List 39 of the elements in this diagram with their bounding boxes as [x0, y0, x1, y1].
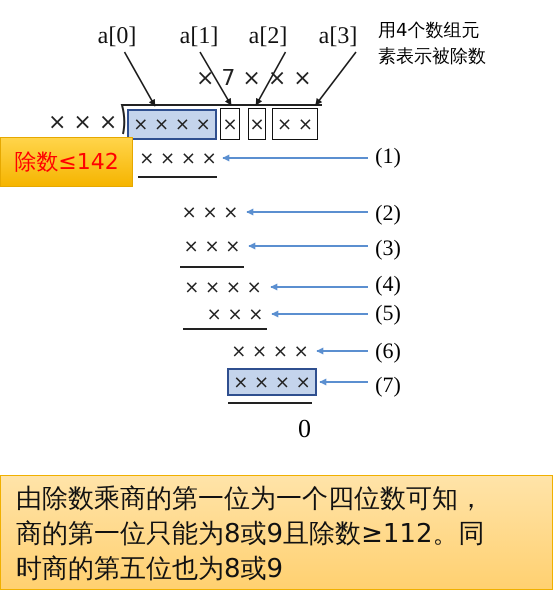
step-number: (3) [370, 233, 406, 263]
remainder-digit: 0 [298, 414, 311, 444]
step-number: (2) [370, 198, 406, 228]
arrow [270, 284, 368, 290]
annotation-text: 用4个数组元素表示被除数 [378, 19, 487, 69]
highlighted-digit-box: × × × × [127, 109, 217, 140]
arrow [315, 52, 357, 106]
arrow [248, 242, 368, 250]
step-number: (4) [370, 269, 406, 299]
digit-row: × × × × [178, 273, 268, 301]
divisor-digits: × × × [48, 110, 118, 135]
arrow [255, 52, 286, 106]
digit-row: × × × [176, 198, 244, 226]
arrow [246, 208, 368, 216]
arrow [222, 154, 368, 162]
step-number: (7) [370, 370, 406, 400]
divisor-note-box: 除数≤142 [0, 137, 133, 187]
array-label: a[1] [174, 20, 224, 52]
arrow [199, 52, 232, 106]
array-label: a[2] [243, 20, 293, 52]
array-label: a[0] [92, 20, 142, 52]
digit-row: × × × [178, 232, 246, 260]
step-number: (5) [370, 298, 406, 328]
digit-box: × [248, 108, 266, 140]
digit-row: × × × [201, 300, 269, 328]
arrow [271, 310, 368, 318]
digit-box: × × [272, 108, 318, 140]
digit-row: × × × × [226, 337, 314, 365]
step-number: (1) [370, 141, 406, 171]
array-label: a[3] [313, 20, 363, 52]
highlighted-digit-box: × × × × [227, 368, 317, 396]
arrow [316, 348, 368, 354]
quotient-digits: × 7 × × × [196, 66, 312, 91]
arrow [319, 378, 368, 386]
digit-box: × [220, 108, 240, 140]
note-box: 由除数乘商的第一位为一个四位数可知，商的第一位只能为8或9且除数≥112。同时商的第五位也为8或9 [0, 475, 553, 590]
arrow [124, 52, 156, 107]
step-number: (6) [370, 336, 406, 366]
digit-row: × × × × [136, 144, 220, 172]
